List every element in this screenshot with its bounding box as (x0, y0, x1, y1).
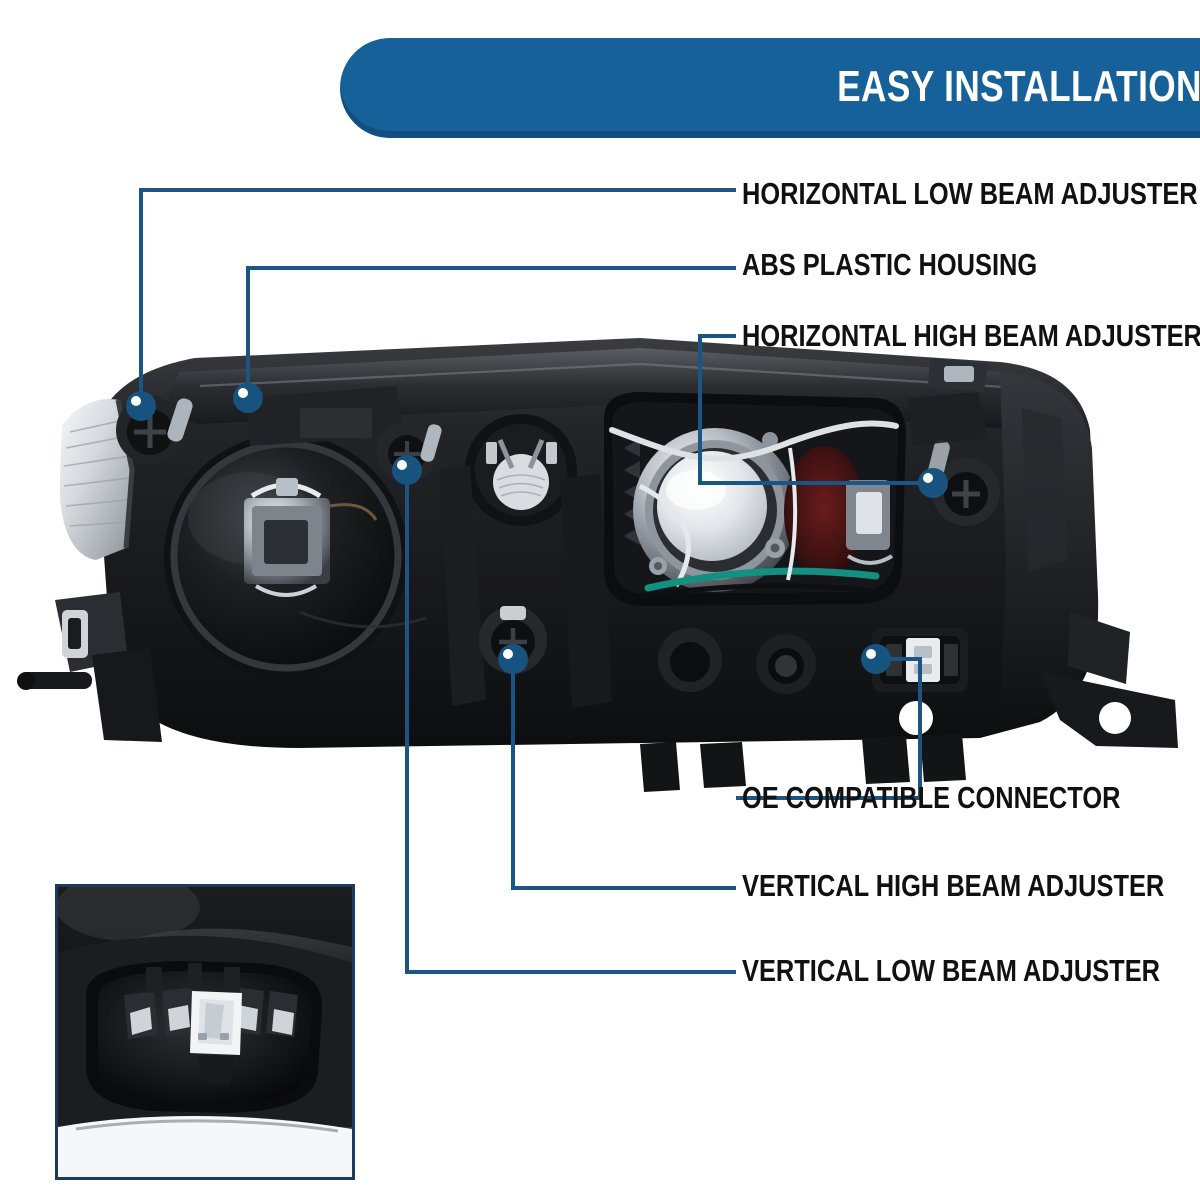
oe-connector-closeup-inset (55, 884, 355, 1180)
marker-horizontal-low-beam-adjuster[interactable] (126, 391, 156, 421)
leader-abs-plastic-housing (246, 266, 736, 398)
leader-vertical-low-beam-adjuster (405, 470, 736, 974)
page-title: EASY INSTALLATION (837, 62, 1200, 111)
leader-horizontal-low-beam-adjuster (139, 188, 736, 406)
header-banner: EASY INSTALLATION (340, 38, 1200, 138)
marker-oe-compatible-connector[interactable] (861, 644, 891, 674)
marker-vertical-low-beam-adjuster[interactable] (392, 455, 422, 485)
leader-horizontal-high-beam-adjuster (698, 334, 933, 485)
callout-label-abs-plastic-housing: ABS PLASTIC HOUSING (742, 247, 1038, 282)
marker-horizontal-high-beam-adjuster[interactable] (918, 468, 948, 498)
callout-label-vertical-low-beam-adjuster: VERTICAL LOW BEAM ADJUSTER (742, 953, 1161, 988)
callout-label-horizontal-low-beam-adjuster: HORIZONTAL LOW BEAM ADJUSTER (742, 176, 1198, 211)
marker-vertical-high-beam-adjuster[interactable] (498, 644, 528, 674)
callout-label-horizontal-high-beam-adjuster: HORIZONTAL HIGH BEAM ADJUSTER (742, 318, 1200, 353)
callout-markers (126, 383, 948, 674)
callout-label-vertical-high-beam-adjuster: VERTICAL HIGH BEAM ADJUSTER (742, 868, 1165, 903)
oe-connector-closeup-image (58, 887, 352, 1177)
leader-vertical-high-beam-adjuster (511, 659, 736, 890)
marker-abs-plastic-housing[interactable] (233, 383, 263, 413)
callout-label-oe-compatible-connector: OE COMPATIBLE CONNECTOR (742, 780, 1121, 815)
leader-oe-compatible-connector (736, 657, 922, 800)
